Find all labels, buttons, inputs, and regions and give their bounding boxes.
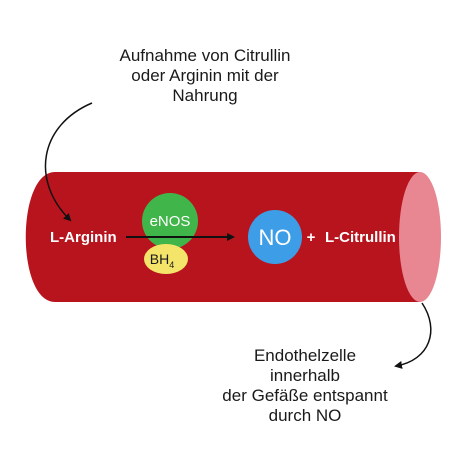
bh4-text: BH <box>150 251 169 267</box>
enos-circle <box>142 193 198 249</box>
bh4-label: BH4 <box>150 251 174 270</box>
endothel-caption-line: durch NO <box>268 406 342 425</box>
endothel-arrow <box>394 302 432 369</box>
intake-caption: Aufnahme von Citrullin oder Arginin mit … <box>70 46 340 106</box>
no-circle <box>248 210 302 264</box>
intake-caption-line: Nahrung <box>172 86 238 105</box>
enos-label: eNOS <box>150 213 191 230</box>
endothel-caption-line: innerhalb <box>270 366 340 385</box>
l-citrullin-label: L-Citrullin <box>325 229 396 246</box>
plus-sign: + <box>307 229 316 246</box>
bh4-ellipse <box>144 244 188 274</box>
endothel-caption-line: Endothelzelle <box>253 346 357 365</box>
intake-caption-line: oder Arginin mit der <box>131 66 279 85</box>
bh4-subscript: 4 <box>169 260 174 270</box>
endothel-caption: Endothelzelle innerhalb der Gefäße entsp… <box>190 346 420 426</box>
no-label: NO <box>259 225 292 250</box>
l-arginin-label: L-Arginin <box>50 229 117 246</box>
endothel-caption-line: der Gefäße entspannt <box>222 386 388 405</box>
intake-caption-line: Aufnahme von Citrullin <box>119 46 291 65</box>
intake-arrow <box>44 102 93 222</box>
vessel-end <box>399 172 441 302</box>
